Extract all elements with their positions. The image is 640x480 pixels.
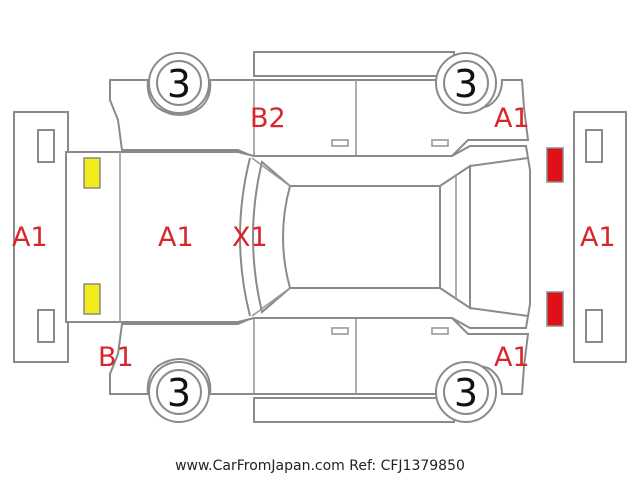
tire-front-right-number: 3 (454, 62, 478, 106)
mark-a1-front-bumper: A1 (580, 222, 616, 253)
tire-rear-left: 3 (148, 361, 210, 423)
tire-front-right: 3 (435, 52, 497, 114)
mark-a1-trunk: A1 (158, 222, 194, 253)
mark-a1-front-left-fender: A1 (494, 342, 530, 373)
top-view-body (65, 145, 531, 329)
reference-footer: www.CarFromJapan.com Ref: CFJ1379850 (175, 458, 465, 474)
front-lamp-upper (546, 147, 564, 183)
rear-bumper (13, 111, 69, 363)
rear-lamp-lower (83, 283, 101, 315)
tire-front-left-number: 3 (454, 371, 478, 415)
tire-front-left: 3 (435, 361, 497, 423)
roof-rail-bottom (253, 397, 455, 423)
mark-a1-front-right-fender: A1 (494, 103, 530, 134)
mark-b1: B1 (98, 342, 134, 373)
mark-b2: B2 (250, 103, 286, 134)
tire-rear-left-number: 3 (167, 371, 191, 415)
rear-lamp-upper (83, 157, 101, 189)
front-lamp-lower (546, 291, 564, 327)
mark-x1-windshield: X1 (232, 222, 268, 253)
tire-rear-right-number: 3 (167, 62, 191, 106)
tire-rear-right: 3 (148, 52, 210, 114)
roof-rail-top (253, 51, 455, 77)
mark-a1-rear-bumper: A1 (12, 222, 48, 253)
front-bumper (573, 111, 627, 363)
